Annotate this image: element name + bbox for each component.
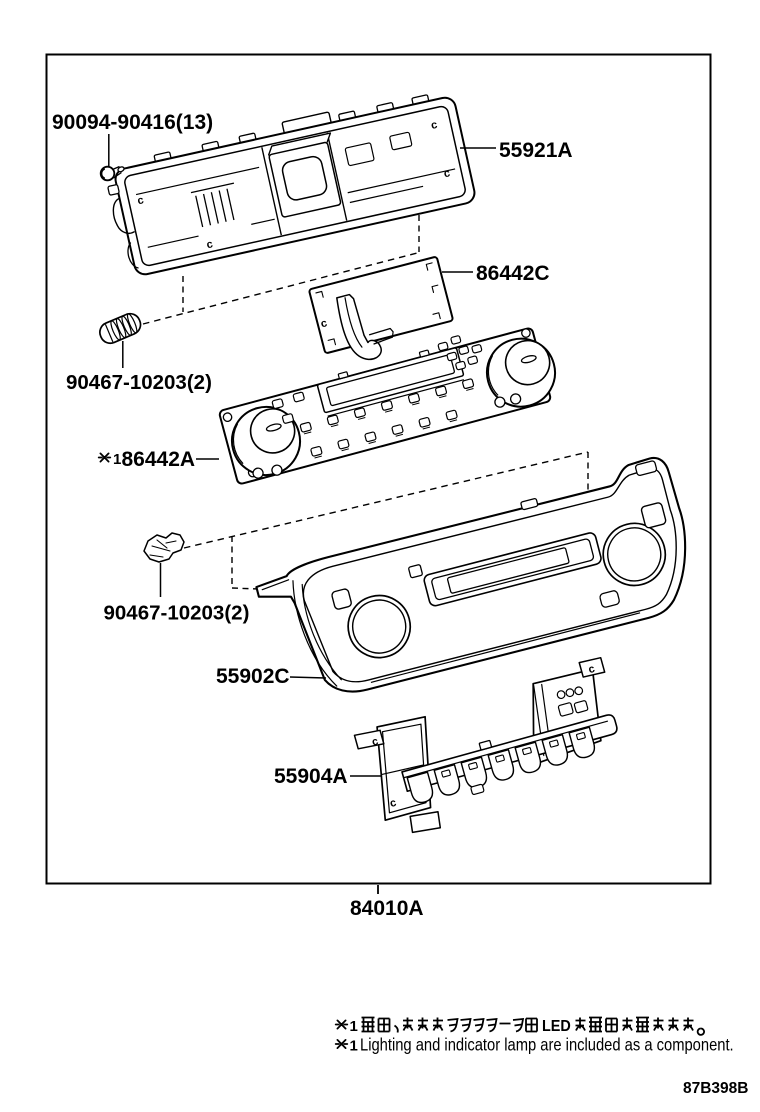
svg-text:55921A: 55921A <box>499 139 573 162</box>
svg-text:Lighting and indicator lamp ar: Lighting and indicator lamp are included… <box>360 1035 734 1055</box>
svg-text:90094-90416(13): 90094-90416(13) <box>52 111 213 134</box>
svg-text:c: c <box>587 663 596 676</box>
svg-text:1: 1 <box>350 1018 358 1035</box>
svg-text:LED: LED <box>542 1017 571 1035</box>
svg-text:c: c <box>371 735 380 748</box>
svg-text:86442A: 86442A <box>122 448 196 471</box>
svg-text:55904A: 55904A <box>274 765 348 788</box>
svg-text:c: c <box>320 317 329 330</box>
svg-text:c: c <box>443 167 452 180</box>
svg-text:c: c <box>389 797 398 810</box>
svg-text:90467-10203(2): 90467-10203(2) <box>66 371 212 394</box>
svg-text:1: 1 <box>113 451 121 468</box>
svg-text:c: c <box>136 194 145 207</box>
svg-text:c: c <box>430 119 439 132</box>
svg-text:86442C: 86442C <box>476 262 550 285</box>
svg-text:1: 1 <box>350 1038 358 1055</box>
svg-text:87B398B: 87B398B <box>683 1080 749 1097</box>
svg-text:90467-10203(2): 90467-10203(2) <box>104 602 250 625</box>
svg-text:84010A: 84010A <box>350 897 424 920</box>
svg-text:55902C: 55902C <box>216 665 290 688</box>
svg-text:c: c <box>205 238 214 251</box>
